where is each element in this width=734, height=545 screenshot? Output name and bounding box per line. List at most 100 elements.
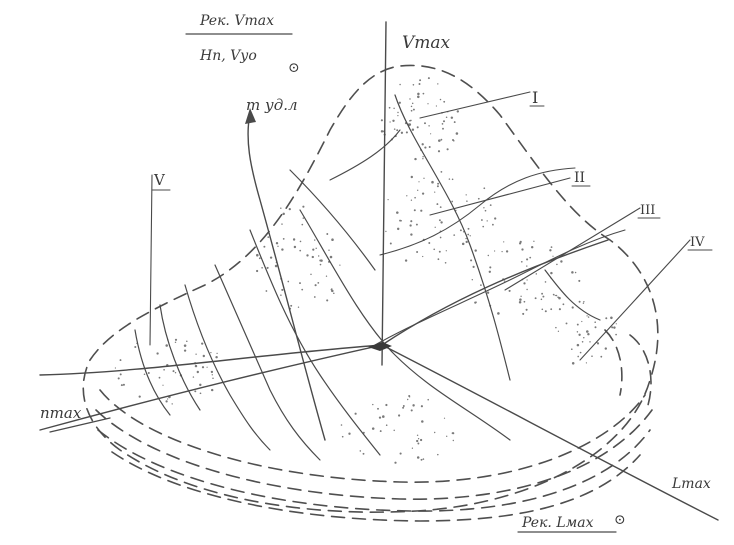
- stipple-dot: [341, 435, 344, 438]
- v-max-axis: [381, 21, 387, 366]
- stipple-dot: [275, 242, 279, 245]
- stipple-dot: [428, 146, 431, 148]
- stipple-dot: [414, 196, 416, 199]
- stipple-dot: [474, 249, 477, 252]
- stipple-dot: [550, 271, 553, 275]
- stipple-dot: [410, 105, 413, 108]
- stipple-dot: [380, 119, 383, 122]
- stipple-dot: [577, 355, 580, 358]
- stipple-dot: [445, 250, 447, 252]
- stipple-dot: [453, 121, 456, 124]
- stipple-dot: [420, 209, 423, 212]
- stipple-dot: [558, 308, 561, 311]
- stipple-dot: [438, 219, 441, 222]
- stipple-dot: [418, 83, 421, 85]
- stipple-dot: [497, 312, 500, 315]
- stipple-dot: [421, 420, 424, 423]
- stipple-dot: [484, 209, 487, 212]
- stipple-dot: [439, 206, 442, 208]
- stipple-dot: [412, 84, 415, 86]
- stipple-dot: [380, 130, 384, 133]
- stipple-dot: [172, 370, 175, 373]
- stipple-dot: [489, 204, 492, 206]
- stipple-dot: [331, 238, 334, 241]
- stipple-dot: [297, 306, 300, 308]
- stipple-dot: [410, 220, 413, 223]
- stipple-dot: [416, 434, 419, 437]
- stipple-dot: [281, 223, 283, 225]
- region-marker-IV: IV: [690, 235, 705, 250]
- stipple-dot: [583, 301, 585, 303]
- stipple-dot: [549, 249, 552, 252]
- stipple-dot: [117, 377, 120, 380]
- stipple-dot: [281, 288, 284, 291]
- stipple-dot: [465, 237, 467, 240]
- stipple-dot: [581, 341, 584, 343]
- stipple-dot: [430, 133, 432, 135]
- stipple-dot: [439, 236, 442, 239]
- axes: [39, 21, 719, 521]
- stipple-dot: [439, 98, 442, 101]
- stipple-dot: [196, 370, 199, 374]
- stipple-dot: [422, 255, 424, 258]
- stipple-dot: [371, 427, 375, 430]
- stipple-dot: [467, 227, 470, 230]
- stipple-dot: [586, 315, 588, 317]
- stipple-dot: [400, 131, 404, 134]
- stipple-dot: [302, 217, 305, 219]
- stipple-dot: [586, 330, 589, 333]
- stipple-dot: [419, 79, 422, 82]
- stipple-dot: [385, 424, 388, 426]
- stipple-dot: [423, 177, 425, 179]
- stipple-dot: [583, 336, 585, 339]
- region-marker-V: V: [153, 171, 166, 189]
- stipple-dot: [428, 125, 430, 127]
- region-marker-II: II: [574, 170, 585, 186]
- stipple-dot: [310, 273, 312, 276]
- stipple-dot: [443, 100, 446, 103]
- stipple-dot: [446, 435, 448, 437]
- stipple-dot: [258, 257, 261, 260]
- stipple-dot: [552, 255, 554, 257]
- stipple-dot: [206, 366, 208, 368]
- stipple-dot: [427, 103, 429, 105]
- stipple-dot: [280, 207, 282, 209]
- stipple-dot: [194, 364, 198, 368]
- stipple-dot: [266, 266, 269, 269]
- stipple-dot: [489, 266, 492, 269]
- stipple-dot: [570, 348, 573, 351]
- stipple-dot: [388, 106, 391, 109]
- stipple-dot: [408, 123, 412, 126]
- n-max-label: nmax: [40, 404, 82, 422]
- stipple-dot: [526, 265, 528, 267]
- stipple-dot: [269, 256, 273, 259]
- stipple-dot: [604, 347, 607, 350]
- stipple-dot: [433, 248, 436, 251]
- stipple-dot: [402, 405, 405, 407]
- stipple-dot: [526, 258, 529, 261]
- stipple-dot: [340, 424, 343, 426]
- stipple-dot: [174, 341, 177, 344]
- stipple-dot: [210, 388, 214, 392]
- stipple-dot: [600, 355, 603, 358]
- stipple-dot: [467, 233, 470, 236]
- stipple-dot: [412, 108, 415, 111]
- stipple-dot: [299, 249, 302, 252]
- stipple-dot: [540, 298, 543, 301]
- stipple-dot: [438, 139, 441, 142]
- stipple-dot: [596, 342, 600, 345]
- region-marker-III: III: [640, 203, 655, 218]
- stipple-dot: [578, 333, 581, 336]
- stipple-dot: [318, 255, 320, 257]
- stipple-dot: [492, 223, 494, 226]
- stipple-dot: [372, 403, 374, 406]
- stipple-dot: [494, 217, 497, 220]
- stipple-dot: [508, 289, 511, 292]
- stipple-dot: [452, 439, 454, 442]
- dashed-base-contours: [95, 329, 653, 522]
- bottom-caption: Peк. Lмах ⊙: [517, 512, 626, 533]
- stipple-dot: [442, 120, 446, 123]
- stipple-dot: [119, 359, 122, 362]
- stipple-dot: [407, 398, 409, 401]
